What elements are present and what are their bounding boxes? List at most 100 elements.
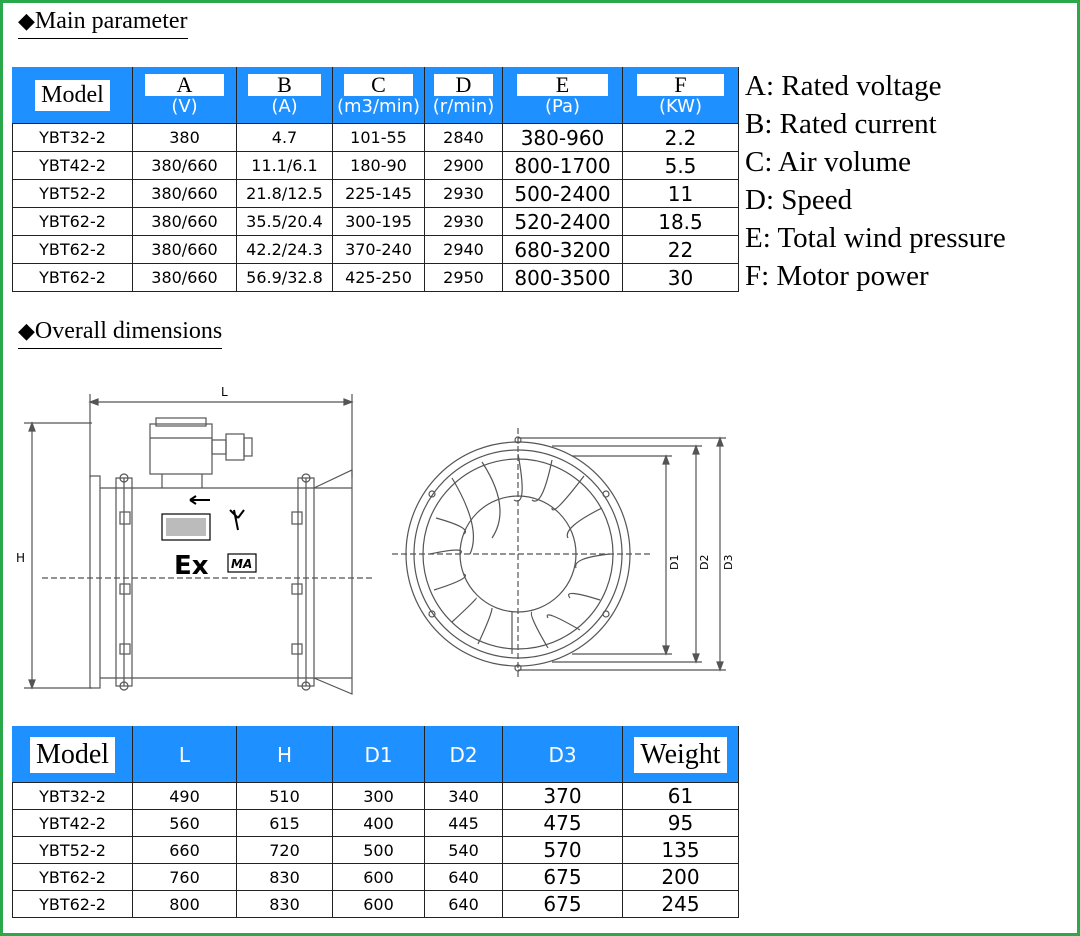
cell-speed: 2900 bbox=[424, 151, 503, 180]
front-view bbox=[392, 428, 726, 678]
cell-power: 30 bbox=[622, 263, 739, 292]
cell-voltage: 380/660 bbox=[132, 151, 237, 180]
cell-air-volume: 180-90 bbox=[332, 151, 425, 180]
table-row: YBT62-2 380/660 35.5/20.4 300-195 2930 5… bbox=[12, 207, 739, 236]
cell-d1: 600 bbox=[332, 863, 425, 891]
cell-d3: 675 bbox=[502, 863, 623, 891]
cell-d3: 370 bbox=[502, 782, 623, 810]
cell-current: 42.2/24.3 bbox=[236, 235, 333, 264]
cell-speed: 2840 bbox=[424, 123, 503, 152]
cell-air-volume: 370-240 bbox=[332, 235, 425, 264]
cell-power: 22 bbox=[622, 235, 739, 264]
main-parameter-table: Model A(V) B(A) C(m3/min) D(r/min) E(Pa)… bbox=[12, 67, 739, 292]
cell-air-volume: 300-195 bbox=[332, 207, 425, 236]
cell-voltage: 380/660 bbox=[132, 235, 237, 264]
main-parameter-title-text: Main parameter bbox=[34, 8, 188, 34]
header-model: Model bbox=[12, 67, 133, 124]
cell-speed: 2930 bbox=[424, 179, 503, 208]
header-d1: D1 bbox=[332, 726, 425, 783]
cell-model: YBT32-2 bbox=[12, 123, 133, 152]
cell-model: YBT52-2 bbox=[12, 179, 133, 208]
cell-h: 830 bbox=[236, 890, 333, 918]
cell-voltage: 380/660 bbox=[132, 263, 237, 292]
header-model: Model bbox=[12, 726, 133, 783]
cell-d2: 540 bbox=[424, 836, 503, 864]
cell-model: YBT62-2 bbox=[12, 235, 133, 264]
cell-d2: 640 bbox=[424, 890, 503, 918]
cell-power: 18.5 bbox=[622, 207, 739, 236]
label-h: H bbox=[16, 551, 25, 565]
cell-air-volume: 101-55 bbox=[332, 123, 425, 152]
diamond-icon: ◆ bbox=[18, 8, 35, 33]
header-d: D(r/min) bbox=[424, 67, 503, 124]
cell-current: 4.7 bbox=[236, 123, 333, 152]
cell-l: 660 bbox=[132, 836, 237, 864]
cell-air-volume: 225-145 bbox=[332, 179, 425, 208]
cell-pressure: 800-1700 bbox=[502, 151, 623, 180]
legend-item: D: Speed bbox=[745, 184, 853, 216]
cell-power: 5.5 bbox=[622, 151, 739, 180]
cell-voltage: 380/660 bbox=[132, 179, 237, 208]
cell-d1: 500 bbox=[332, 836, 425, 864]
label-d1: D1 bbox=[668, 555, 681, 570]
header-d3: D3 bbox=[502, 726, 623, 783]
side-view bbox=[24, 394, 372, 695]
overall-dimensions-title: ◆Overall dimensions bbox=[18, 318, 223, 349]
cell-pressure: 800-3500 bbox=[502, 263, 623, 292]
cell-d1: 400 bbox=[332, 809, 425, 837]
diamond-icon: ◆ bbox=[18, 318, 35, 343]
legend-item: B: Rated current bbox=[745, 108, 937, 140]
cell-d1: 600 bbox=[332, 890, 425, 918]
overall-dimensions-title-text: Overall dimensions bbox=[34, 318, 223, 344]
header-d2: D2 bbox=[424, 726, 503, 783]
cell-d2: 340 bbox=[424, 782, 503, 810]
cell-model: YBT62-2 bbox=[12, 890, 133, 918]
table-row: YBT62-2 380/660 56.9/32.8 425-250 2950 8… bbox=[12, 263, 739, 292]
cell-pressure: 380-960 bbox=[502, 123, 623, 152]
fan-dimension-drawing: L H Ex MA D1 D2 D3 bbox=[16, 385, 735, 695]
cell-l: 560 bbox=[132, 809, 237, 837]
label-d3: D3 bbox=[722, 555, 735, 570]
dimensions-header-row: Model L H D1 D2 D3 Weight bbox=[12, 726, 739, 783]
label-l: L bbox=[221, 385, 228, 399]
cell-pressure: 520-2400 bbox=[502, 207, 623, 236]
cell-weight: 135 bbox=[622, 836, 739, 864]
cell-d2: 640 bbox=[424, 863, 503, 891]
header-f: F(KW) bbox=[622, 67, 739, 124]
cell-model: YBT62-2 bbox=[12, 263, 133, 292]
legend-item: A: Rated voltage bbox=[745, 70, 942, 102]
table-row: YBT52-2 380/660 21.8/12.5 225-145 2930 5… bbox=[12, 179, 739, 208]
cell-current: 56.9/32.8 bbox=[236, 263, 333, 292]
dimensions-table: Model L H D1 D2 D3 Weight YBT32-2 490 51… bbox=[12, 726, 739, 918]
ma-mark: MA bbox=[231, 557, 252, 571]
cell-weight: 61 bbox=[622, 782, 739, 810]
legend-item: F: Motor power bbox=[745, 260, 929, 292]
cell-weight: 200 bbox=[622, 863, 739, 891]
legend-item: C: Air volume bbox=[745, 146, 911, 178]
cell-weight: 245 bbox=[622, 890, 739, 918]
cell-d2: 445 bbox=[424, 809, 503, 837]
cell-l: 760 bbox=[132, 863, 237, 891]
cell-pressure: 500-2400 bbox=[502, 179, 623, 208]
cell-air-volume: 425-250 bbox=[332, 263, 425, 292]
cell-model: YBT62-2 bbox=[12, 207, 133, 236]
header-e: E(Pa) bbox=[502, 67, 623, 124]
cell-pressure: 680-3200 bbox=[502, 235, 623, 264]
ma-mark-frame bbox=[227, 553, 257, 573]
legend-item: E: Total wind pressure bbox=[745, 222, 1006, 254]
table-row: YBT52-2 660 720 500 540 570 135 bbox=[12, 836, 739, 864]
main-parameter-header-row: Model A(V) B(A) C(m3/min) D(r/min) E(Pa)… bbox=[12, 67, 739, 124]
table-row: YBT62-2 760 830 600 640 675 200 bbox=[12, 863, 739, 891]
cell-voltage: 380/660 bbox=[132, 207, 237, 236]
cell-h: 720 bbox=[236, 836, 333, 864]
cell-current: 21.8/12.5 bbox=[236, 179, 333, 208]
table-row: YBT32-2 380 4.7 101-55 2840 380-960 2.2 bbox=[12, 123, 739, 152]
cell-l: 490 bbox=[132, 782, 237, 810]
cell-model: YBT52-2 bbox=[12, 836, 133, 864]
header-l: L bbox=[132, 726, 237, 783]
cell-current: 11.1/6.1 bbox=[236, 151, 333, 180]
cell-h: 830 bbox=[236, 863, 333, 891]
cell-model: YBT32-2 bbox=[12, 782, 133, 810]
cell-d3: 570 bbox=[502, 836, 623, 864]
